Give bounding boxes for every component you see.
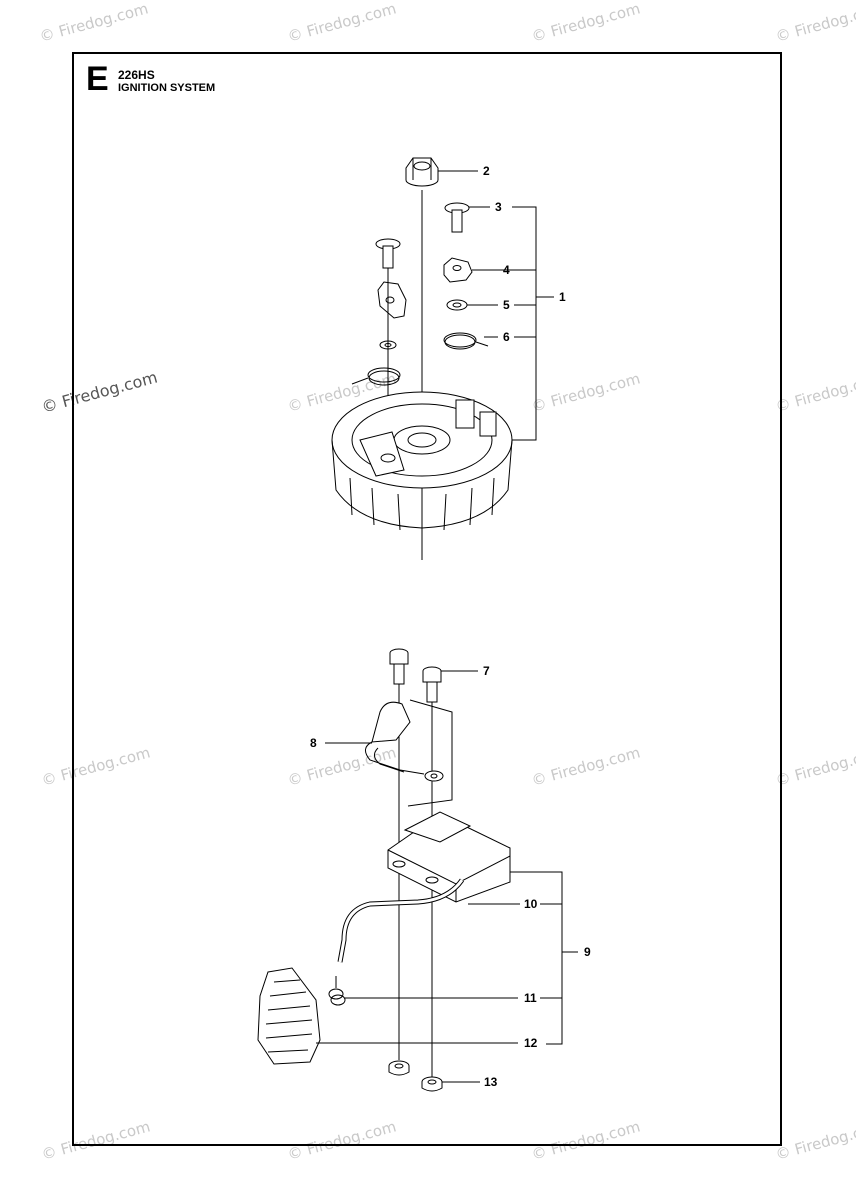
- washer-part: [446, 299, 468, 311]
- left-screw-part: [375, 238, 401, 269]
- part-label-2: 2: [483, 164, 490, 178]
- section-letter: E: [86, 60, 109, 98]
- part-label-10: 10: [524, 897, 538, 911]
- nut-left-part: [388, 1060, 410, 1076]
- bracket-9: [510, 871, 563, 1045]
- screw-right-part: [422, 666, 442, 703]
- part-label-1: 1: [559, 290, 566, 304]
- spring-part: [443, 332, 489, 350]
- part-label-6: 6: [503, 330, 510, 344]
- ignition-module-part: [387, 811, 511, 903]
- part-label-13: 13: [484, 1075, 498, 1089]
- nut-part: [405, 157, 439, 187]
- cable-part: [365, 699, 453, 807]
- flywheel-part: [331, 391, 513, 531]
- part-label-9: 9: [584, 945, 591, 959]
- screw-part: [444, 202, 470, 233]
- left-pawl-part: [377, 281, 407, 319]
- screw-left-part: [389, 648, 409, 685]
- left-spring-part: [351, 367, 401, 386]
- part-label-3: 3: [495, 200, 502, 214]
- part-label-12: 12: [524, 1036, 538, 1050]
- part-label-8: 8: [310, 736, 317, 750]
- bracket-1: [486, 206, 537, 441]
- model-number: 226HS: [118, 68, 155, 82]
- boot-part: [257, 967, 321, 1065]
- spring-contact-part: [328, 976, 346, 1006]
- part-label-5: 5: [503, 298, 510, 312]
- part-label-7: 7: [483, 664, 490, 678]
- nut-right-part: [421, 1076, 443, 1092]
- pawl-part: [443, 257, 473, 283]
- part-label-11: 11: [524, 991, 537, 1005]
- diagram-title: IGNITION SYSTEM: [118, 82, 216, 94]
- diagram-frame: [72, 52, 782, 1146]
- part-label-4: 4: [503, 263, 510, 277]
